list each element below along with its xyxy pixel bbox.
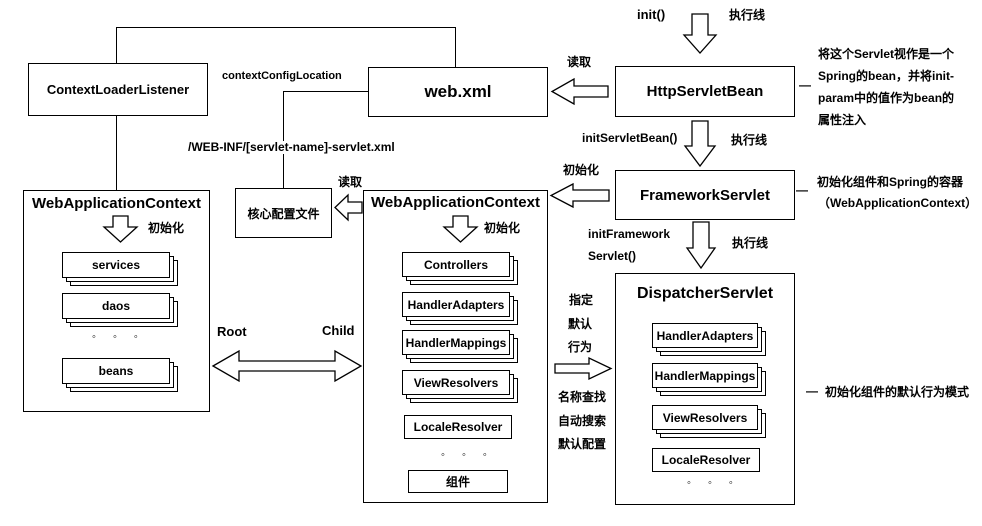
init-servlet-bean-call-label: initServletBean() (582, 131, 678, 145)
search-label-1: 名称查找 (558, 390, 607, 404)
wac-left-init-label: 初始化 (148, 221, 185, 235)
connector-top-left-vertical (116, 27, 117, 64)
services-box: services (62, 252, 170, 278)
specify-label-1: 指定 (569, 293, 594, 307)
web-xml-label: web.xml (424, 82, 492, 101)
exec-line-label-2: 执行线 (731, 133, 768, 147)
context-config-location-label: contextConfigLocation (222, 70, 342, 82)
framework-servlet-box: FrameworkServlet (615, 170, 795, 220)
framework-servlet-annotation-line2: （WebApplicationContext） (818, 196, 978, 210)
dispatcher-handler-mappings-stack: HandlerMappings (652, 363, 766, 396)
web-xml-box: web.xml (368, 67, 548, 117)
annotation-dash: — (796, 183, 808, 197)
view-resolvers-box: ViewResolvers (402, 370, 510, 395)
down-arrow-icon (685, 221, 717, 270)
dispatcher-servlet-title: DispatcherServlet (636, 285, 774, 302)
wac-mid-init-label: 初始化 (484, 221, 521, 235)
core-config-file-label: 核心配置文件 (247, 206, 320, 221)
http-servlet-bean-annotation-line4: 属性注入 (818, 113, 867, 127)
wac-mid-ellipsis: ◦ ◦ ◦ (441, 449, 494, 461)
connector-top-horizontal (116, 27, 456, 28)
init-framework-call-line2: Servlet() (588, 249, 637, 263)
init-call-label: init() (637, 7, 666, 22)
view-resolvers-stack: ViewResolvers (402, 370, 518, 403)
beans-box: beans (62, 358, 170, 384)
root-label: Root (217, 324, 247, 339)
double-arrow-icon (211, 349, 363, 383)
specify-label-2: 默认 (568, 317, 593, 331)
down-arrow-icon (442, 215, 479, 243)
left-arrow-icon (334, 193, 363, 222)
left-arrow-icon (549, 182, 610, 209)
annotation-dash: — (799, 78, 811, 92)
down-arrow-icon (683, 120, 717, 168)
context-loader-listener-box: ContextLoaderListener (28, 63, 208, 116)
controllers-stack: Controllers (402, 252, 518, 285)
connector-webxml-left-horizontal (283, 91, 368, 92)
wac-left-ellipsis: ◦ ◦ ◦ (92, 331, 145, 343)
init-framework-call-line1: initFramework (588, 227, 671, 241)
http-servlet-bean-annotation-line1: 将这个Servlet视作是一个 (818, 47, 955, 61)
specify-label-3: 行为 (568, 340, 593, 354)
context-loader-listener-label: ContextLoaderListener (46, 82, 190, 97)
core-config-file-box: 核心配置文件 (235, 188, 332, 238)
right-arrow-icon (554, 356, 613, 381)
beans-stack: beans (62, 358, 178, 392)
dispatcher-servlet-annotation-line1: 初始化组件的默认行为模式 (825, 385, 970, 399)
framework-servlet-label: FrameworkServlet (639, 186, 771, 204)
left-arrow-icon (550, 77, 609, 106)
read-label-2: 读取 (338, 175, 363, 189)
connector-webxml-to-coreconfig (283, 91, 284, 188)
child-label: Child (322, 323, 355, 338)
services-stack: services (62, 252, 178, 286)
handler-adapters-box: HandlerAdapters (402, 292, 510, 317)
dispatcher-handler-adapters-box: HandlerAdapters (652, 323, 758, 348)
handler-mappings-box: HandlerMappings (402, 330, 510, 355)
daos-box: daos (62, 293, 170, 319)
down-arrow-icon (102, 215, 139, 243)
http-servlet-bean-box: HttpServletBean (615, 66, 795, 117)
component-box: 组件 (408, 470, 508, 493)
dispatcher-view-resolvers-stack: ViewResolvers (652, 405, 766, 438)
dispatcher-handler-adapters-stack: HandlerAdapters (652, 323, 766, 356)
search-label-3: 默认配置 (558, 437, 607, 451)
dispatcher-view-resolvers-box: ViewResolvers (652, 405, 758, 430)
locale-resolver-box: LocaleResolver (404, 415, 512, 439)
exec-line-label-1: 执行线 (729, 8, 766, 22)
daos-stack: daos (62, 293, 178, 327)
annotation-dash: — (806, 384, 818, 398)
search-label-2: 自动搜索 (558, 414, 607, 428)
handler-mappings-stack: HandlerMappings (402, 330, 518, 363)
dispatcher-ellipsis: ◦ ◦ ◦ (687, 477, 740, 489)
dispatcher-handler-mappings-box: HandlerMappings (652, 363, 758, 388)
handler-adapters-stack: HandlerAdapters (402, 292, 518, 325)
read-label-1: 读取 (567, 55, 592, 69)
http-servlet-bean-label: HttpServletBean (646, 83, 764, 100)
servlet-xml-path-label: /WEB-INF/[servlet-name]-servlet.xml (186, 140, 397, 154)
dispatcher-locale-resolver-box: LocaleResolver (652, 448, 760, 472)
down-arrow-icon (682, 13, 718, 54)
framework-servlet-annotation-line1: 初始化组件和Spring的容器 (817, 175, 963, 189)
wac-left-title: WebApplicationContext (32, 195, 201, 212)
connector-top-right-vertical (455, 27, 456, 68)
initialize-label: 初始化 (563, 163, 600, 177)
http-servlet-bean-annotation-line2: Spring的bean，并将init- (818, 69, 954, 83)
connector-listener-to-wac (116, 116, 117, 190)
http-servlet-bean-annotation-line3: param中的值作为bean的 (818, 91, 955, 105)
wac-mid-title: WebApplicationContext (371, 194, 540, 211)
controllers-box: Controllers (402, 252, 510, 277)
exec-line-label-3: 执行线 (732, 236, 769, 250)
